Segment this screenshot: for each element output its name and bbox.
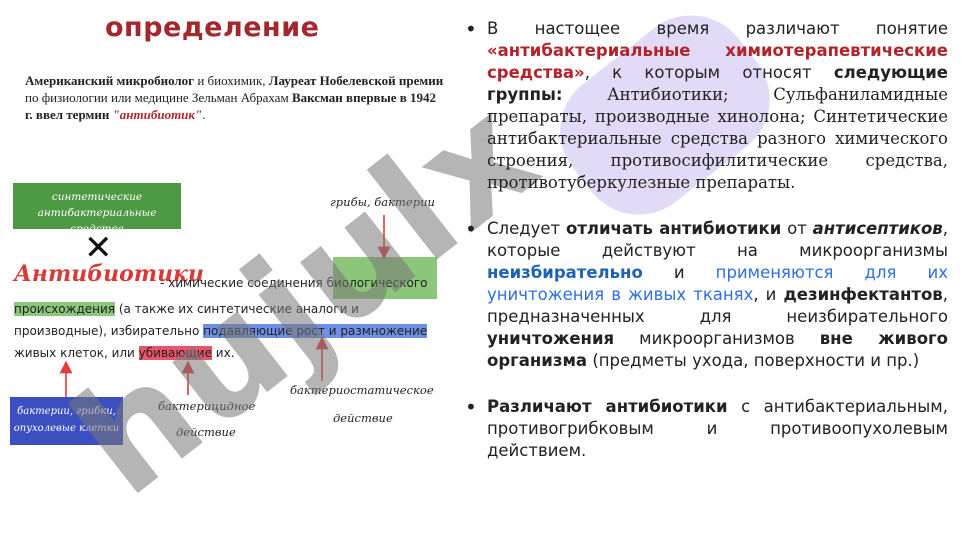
- bullet-item-3: Различают антибиотики с антибактериальны…: [462, 396, 948, 462]
- b2-e: , которые действуют на микроорганизмы: [487, 219, 948, 260]
- definition-line-4: живых клеток, или убивающие их.: [14, 343, 235, 363]
- diagram-arrows: [59, 215, 391, 397]
- bactericidal-label-2: действие: [176, 425, 236, 439]
- b2-n: вне живого организма: [487, 329, 948, 370]
- b2-l: уничтожения: [487, 329, 615, 348]
- b2-a: Следует: [487, 219, 566, 238]
- intro-text-4: по физиологии или медицине Зельман Абрах…: [25, 90, 292, 105]
- antibiotics-heading: Антибиотики: [14, 261, 204, 287]
- fungi-bacteria-label: грибы, бактерии: [330, 195, 435, 209]
- biological-highlight-box: [333, 257, 437, 299]
- b2-h: применяются для их уничтожения в живых т…: [487, 263, 948, 304]
- biological-word: биологического: [326, 276, 428, 290]
- b2-d: антисептиков: [812, 219, 943, 238]
- intro-text-7: .: [202, 107, 206, 122]
- b2-g: и: [642, 263, 716, 282]
- definition-line-3-text: производные), избирательно: [14, 324, 204, 338]
- suppress-highlight: подавляющие рост и размножение: [203, 324, 428, 338]
- b2-o: (предметы ухода, поверхности и пр.): [587, 351, 920, 370]
- b1-e: Антибиотики; Сульфаниламидные препараты,…: [487, 85, 948, 192]
- bacteriostatic-label-1: бактериостатическое: [290, 383, 434, 397]
- definition-line-4-text: живых клеток, или: [14, 346, 139, 360]
- definition-line-4-end: их.: [211, 346, 235, 360]
- definition-line-2: происхождения (а также их синтетические …: [14, 299, 359, 319]
- intro-text-2: и биохимик,: [194, 73, 269, 88]
- origin-highlight: происхождения: [14, 302, 115, 316]
- kill-highlight: убивающие: [138, 346, 212, 360]
- cross-icon: ✕: [84, 228, 113, 268]
- definition-line-2-text: (а также их синтетические аналоги и: [115, 302, 359, 316]
- b1-d: следующие группы:: [487, 63, 948, 104]
- page-title: определение: [105, 12, 320, 43]
- b2-b: отличать антибиотики: [565, 219, 782, 238]
- b2-m: микроорганизмов: [614, 329, 820, 348]
- b2-f: неизбирательно: [487, 263, 643, 282]
- intro-text-5: Ваксман впервые в 1942 г. ввел термин: [25, 90, 437, 122]
- intro-paragraph: Американский микробиолог и биохимик, Лау…: [25, 72, 445, 123]
- bullet-item-2: Следует отличать антибиотики от антисепт…: [462, 218, 948, 372]
- bullet-item-1: В настощее время различают понятие «анти…: [462, 18, 948, 194]
- definition-line-3: производные), избирательно подавляющие р…: [14, 321, 428, 341]
- b2-i: , и: [753, 285, 784, 304]
- b1-c: , к которым относят: [584, 63, 834, 82]
- bullet-list-column: В настощее время различают понятие «анти…: [462, 18, 948, 486]
- b3-b: с антибактериальным, противогрибковым и …: [487, 397, 949, 460]
- synthetic-agents-box: синтетические антибактериальные средства: [13, 183, 181, 235]
- target-cells-box: бактерии, грибки, опухолевые клетки: [10, 397, 123, 445]
- b3-a: Различают антибиотики: [487, 397, 728, 416]
- b1-a: В настощее время различают понятие: [487, 19, 948, 38]
- b2-j: дезинфектантов: [783, 285, 943, 304]
- b2-k: , предназначенных для неизбирательного: [487, 285, 948, 326]
- bacteriostatic-label-2: действие: [333, 411, 393, 425]
- definition-line-1: - химические соединения биологического: [160, 273, 428, 293]
- intro-term: "антибиотик": [112, 107, 203, 122]
- b1-b: «антибактериальные химиотерапевтические …: [487, 41, 948, 82]
- bactericidal-label-1: бактерицидное: [158, 399, 256, 413]
- intro-text-1: Американский микробиолог: [25, 73, 195, 88]
- definition-line-1-text: - химические соединения: [160, 276, 327, 290]
- b2-c: от: [781, 219, 813, 238]
- intro-text-3: Лауреат Нобелевской премии: [268, 73, 444, 88]
- antibiotic-diagram: синтетические антибактериальные средства…: [0, 175, 460, 475]
